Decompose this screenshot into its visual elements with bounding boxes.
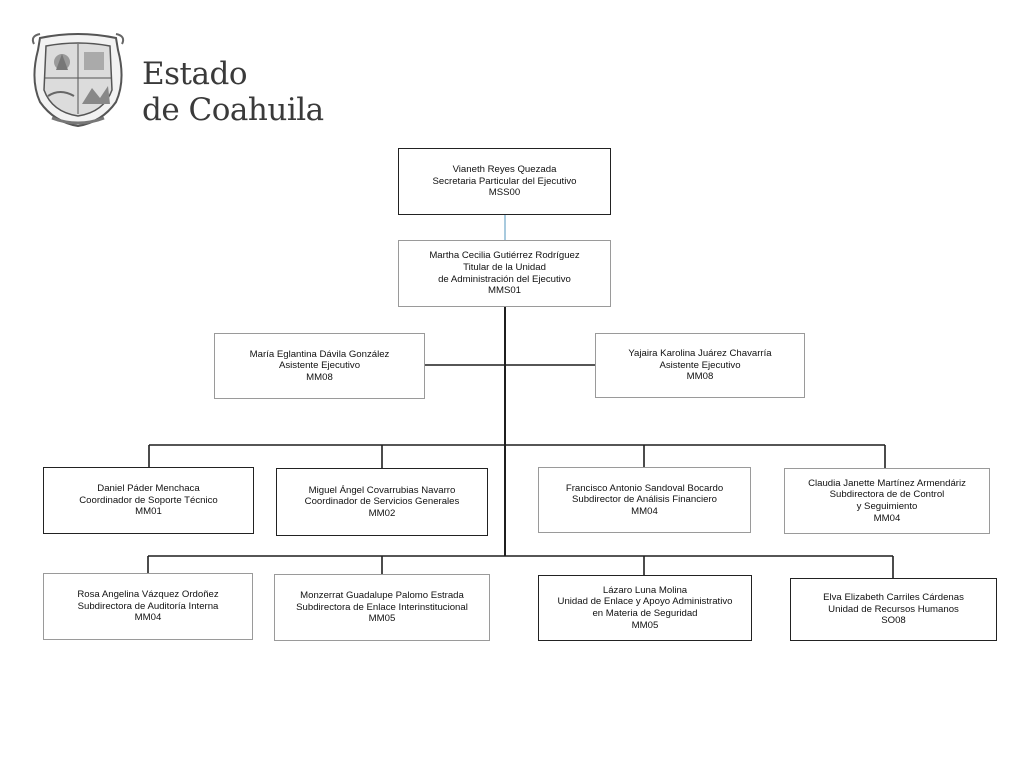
person-code: MMS01 [487, 285, 522, 297]
coahuila-coat-of-arms-icon [30, 30, 126, 128]
person-name: Lázaro Luna Molina [602, 584, 688, 596]
org-box-row1-4: Claudia Janette Martínez Armendáriz Subd… [784, 468, 990, 534]
person-code: MM08 [686, 371, 714, 383]
person-title: Subdirectora de Enlace Interinstituciona… [296, 601, 468, 613]
person-name: Martha Cecilia Gutiérrez Rodríguez [429, 250, 580, 262]
org-box-asistente-2: Yajaira Karolina Juárez Chavarría Asiste… [595, 333, 805, 398]
person-title: Subdirector de Análisis Financiero [571, 494, 718, 506]
person-title: Coordinador de Servicios Generales [304, 496, 460, 508]
person-name: Yajaira Karolina Juárez Chavarría [628, 348, 772, 360]
person-title: Unidad de Recursos Humanos [828, 603, 959, 615]
person-code: MM04 [631, 505, 658, 517]
person-name: María Eglantina Dávila González [249, 348, 390, 360]
person-code: MM04 [873, 512, 901, 524]
person-title: Secretaria Particular del Ejecutivo [432, 175, 577, 187]
person-name: Elva Elizabeth Carriles Cárdenas [823, 592, 964, 604]
person-title-line-2: de Administración del Ejecutivo [438, 273, 571, 285]
person-title-line-2: en Materia de Seguridad [592, 608, 698, 619]
person-code: MM04 [134, 612, 162, 624]
person-code: MM08 [306, 371, 333, 383]
person-title: Coordinador de Soporte Técnico [79, 494, 218, 506]
person-code: MM01 [135, 506, 162, 518]
brand-line-2: de Coahuila [142, 92, 324, 128]
person-name: Vianeth Reyes Quezada [452, 164, 557, 176]
org-box-row2-2: Monzerrat Guadalupe Palomo Estrada Subdi… [274, 574, 490, 641]
org-box-row2-3: Lázaro Luna Molina Unidad de Enlace y Ap… [538, 575, 752, 641]
person-code: MM05 [631, 619, 659, 631]
org-box-asistente-1: María Eglantina Dávila González Asistent… [214, 333, 425, 399]
person-title: Titular de la Unidad [463, 261, 546, 273]
person-code: MM05 [368, 613, 396, 625]
person-name: Francisco Antonio Sandoval Bocardo [565, 482, 724, 494]
brand-line-1: Estado [142, 56, 247, 92]
org-box-secretaria: Vianeth Reyes Quezada Secretaria Particu… [398, 148, 611, 215]
person-name: Daniel Páder Menchaca [97, 483, 200, 495]
person-title-line-2: y Seguimiento [856, 501, 918, 512]
person-code: MSS00 [488, 187, 521, 199]
org-box-row2-1: Rosa Angelina Vázquez Ordoñez Subdirecto… [43, 573, 253, 640]
brand-title: Estado de Coahuila [142, 56, 324, 128]
person-title: Unidad de Enlace y Apoyo Administrativo [557, 596, 733, 608]
person-code: SO08 [881, 615, 906, 627]
person-title: Subdirectora de de Control [829, 489, 945, 501]
person-title: Asistente Ejecutivo [278, 360, 361, 372]
org-box-row1-1: Daniel Páder Menchaca Coordinador de Sop… [43, 467, 254, 534]
person-title: Asistente Ejecutivo [659, 359, 741, 371]
org-box-row1-2: Miguel Ángel Covarrubias Navarro Coordin… [276, 468, 488, 536]
org-box-row2-4: Elva Elizabeth Carriles Cárdenas Unidad … [790, 578, 997, 641]
person-name: Rosa Angelina Vázquez Ordoñez [77, 589, 219, 601]
person-name: Miguel Ángel Covarrubias Navarro [308, 484, 456, 496]
person-code: MM02 [368, 507, 396, 519]
person-title: Subdirectora de Auditoría Interna [77, 600, 219, 612]
person-name: Monzerrat Guadalupe Palomo Estrada [300, 590, 464, 602]
org-box-row1-3: Francisco Antonio Sandoval Bocardo Subdi… [538, 467, 751, 533]
org-box-titular: Martha Cecilia Gutiérrez Rodríguez Titul… [398, 240, 611, 307]
person-name: Claudia Janette Martínez Armendáriz [808, 477, 966, 489]
